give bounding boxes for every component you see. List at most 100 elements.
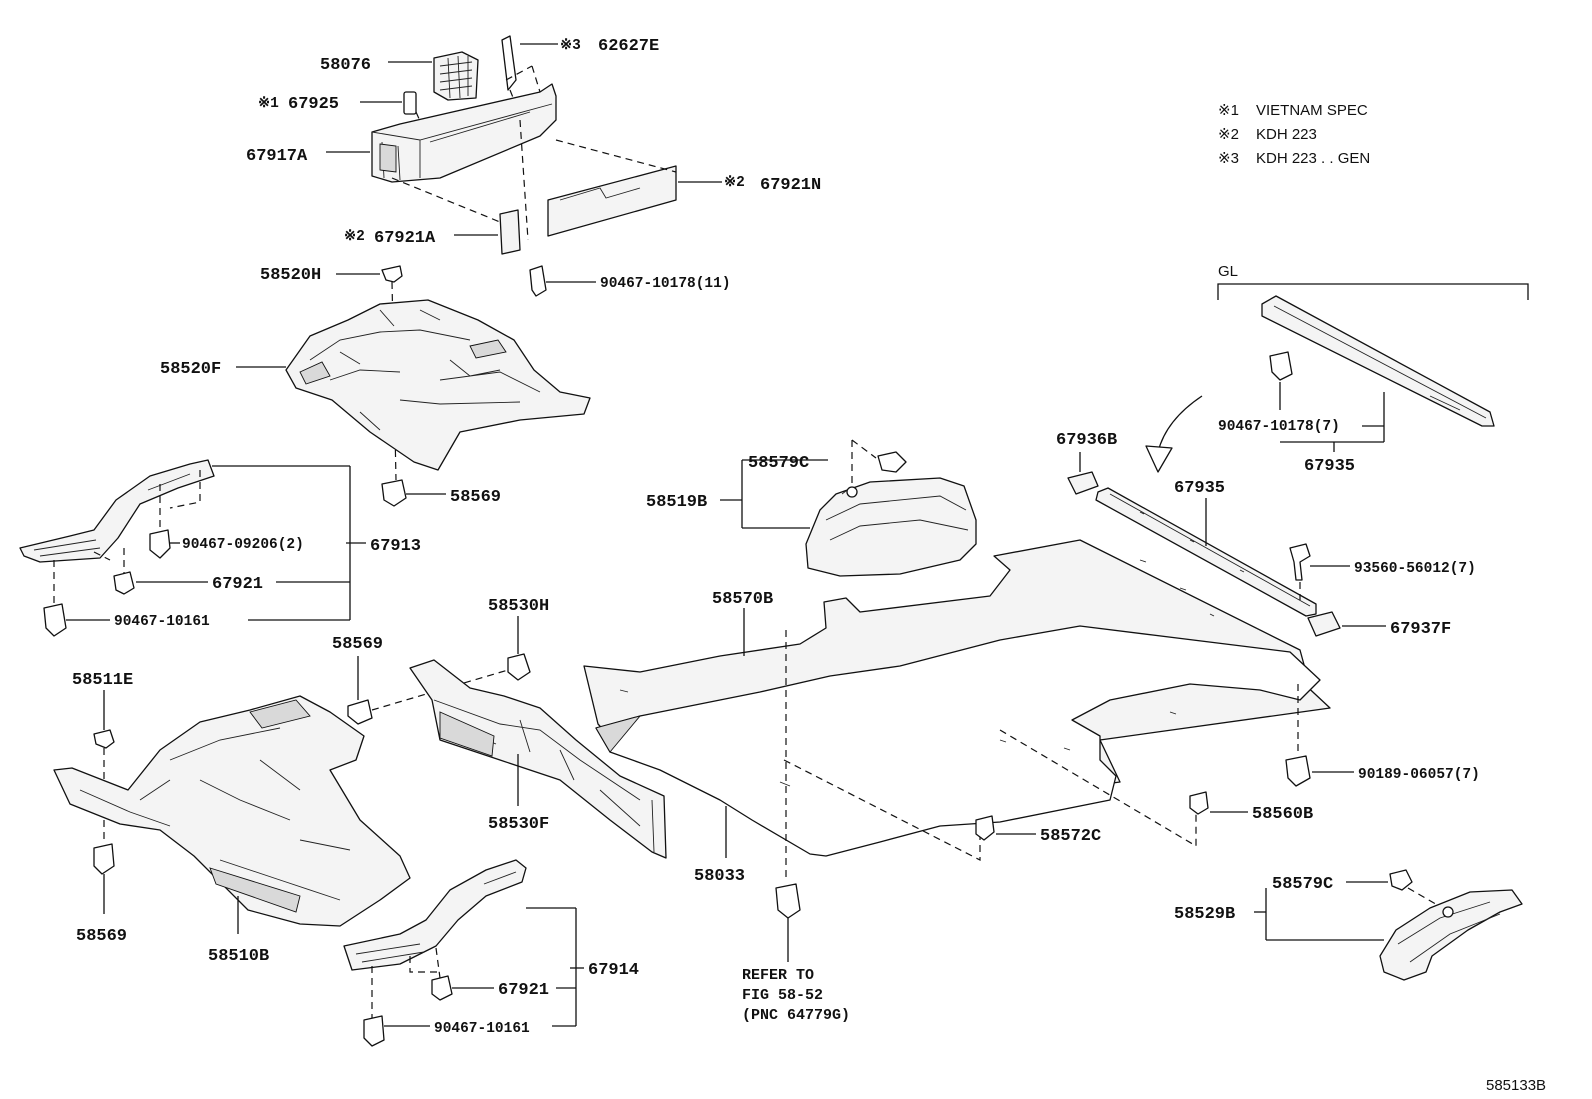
part-67917A-console (371, 83, 557, 183)
spec-notes: ※1 VIETNAM SPEC ※2 KDH 223 ※3 KDH 223 . … (1218, 102, 1370, 167)
part-67921-clip-b (431, 975, 453, 1001)
part-58519B-cover (805, 477, 977, 577)
label-90467-10161-a: 90467-10161 (114, 614, 210, 630)
mark-67921A: ※2 (344, 228, 365, 245)
part-58076-grille (433, 51, 479, 101)
part-58569-clip-left (93, 843, 115, 875)
part-58569-clip-mid (347, 699, 373, 725)
part-62627E-strip (501, 35, 517, 91)
note-2-symbol: ※2 (1218, 126, 1239, 143)
label-67935-b: 67935 (1304, 457, 1355, 476)
part-90467-10178-7-clip (1269, 351, 1293, 381)
wheel-house-cover-group (805, 439, 977, 577)
label-58076: 58076 (320, 56, 371, 75)
part-58560B-clip (1189, 791, 1209, 815)
label-67936B: 67936B (1056, 431, 1117, 450)
part-58520H-clip (381, 265, 403, 283)
part-67913-scuff (19, 459, 215, 563)
scuff-plate-67913-group (19, 459, 215, 637)
front-floor-carpet-group (285, 265, 591, 507)
label-58572C: 58572C (1040, 827, 1101, 846)
label-67921N: 67921N (760, 176, 821, 195)
label-58529B: 58529B (1174, 905, 1235, 924)
part-90189-clip (1285, 755, 1311, 787)
part-67925-clip (403, 91, 417, 115)
label-67917A: 67917A (246, 147, 308, 166)
part-58572C-clip (975, 815, 995, 841)
part-67921-clip-a (113, 571, 135, 595)
label-58510B: 58510B (208, 947, 269, 966)
part-refer-clip (775, 883, 801, 919)
label-58560B: 58560B (1252, 805, 1313, 824)
scuff-plate-67914-group (343, 859, 527, 1047)
label-58520F: 58520F (160, 360, 221, 379)
part-67937F-cap (1307, 611, 1341, 637)
rear-floor-carpet-group (53, 695, 411, 927)
figure-id: 585133B (1486, 1077, 1546, 1094)
label-58033: 58033 (694, 867, 745, 886)
label-90189-06057: 90189-06057(7) (1358, 767, 1480, 783)
part-90467-10161-clip-a (43, 603, 67, 637)
direction-arrow-icon (1157, 395, 1203, 453)
label-62627E: 62627E (598, 37, 659, 56)
note-2-text: KDH 223 (1256, 126, 1317, 143)
refer-line-3: (PNC 64779G) (742, 1007, 850, 1024)
label-67913: 67913 (370, 537, 421, 556)
part-90467-09206-clip (149, 529, 171, 559)
part-58033-board (595, 625, 1321, 857)
part-58530F-tunnel (409, 659, 667, 859)
part-90467-10161-clip-b (363, 1015, 385, 1047)
label-67921A: 67921A (374, 229, 436, 248)
part-93560-bolt (1289, 543, 1311, 581)
note-1-text: VIETNAM SPEC (1256, 102, 1368, 119)
label-58570B: 58570B (712, 590, 773, 609)
label-58530H: 58530H (488, 597, 549, 616)
mark-67921N: ※2 (724, 174, 745, 191)
luggage-rail-group (1067, 395, 1341, 787)
part-58510B-carpet (53, 695, 411, 927)
part-67935-rail (1095, 487, 1317, 617)
label-58530F: 58530F (488, 815, 549, 834)
part-67936B-cap (1067, 471, 1099, 495)
luggage-floor-board-group (583, 539, 1331, 880)
label-67935-a: 67935 (1174, 479, 1225, 498)
label-67937F: 67937F (1390, 620, 1451, 639)
label-90467-10161-b: 90467-10161 (434, 1021, 530, 1037)
label-67914: 67914 (588, 961, 639, 980)
refer-line-1: REFER TO (742, 967, 814, 984)
note-3-text: KDH 223 . . GEN (1256, 150, 1370, 167)
label-93560-56012: 93560-56012(7) (1354, 561, 1476, 577)
part-58529B-cover (1379, 889, 1523, 981)
refer-line-2: FIG 58-52 (742, 987, 823, 1004)
label-90467-10178-7: 90467-10178(7) (1218, 419, 1340, 435)
label-90467-10178-11: 90467-10178(11) (600, 276, 731, 292)
label-67921-a: 67921 (212, 575, 263, 594)
upper-console-group (371, 35, 677, 297)
mark-62627E: ※3 (560, 37, 581, 54)
label-58579C-b: 58579C (1272, 875, 1333, 894)
label-58569-left: 58569 (76, 927, 127, 946)
note-3-symbol: ※3 (1218, 150, 1239, 167)
part-67921A-pad (499, 209, 521, 255)
part-58579C-clip-b (1389, 869, 1413, 891)
part-67914-scuff (343, 859, 527, 971)
label-58569-top: 58569 (450, 488, 501, 507)
label-58520H: 58520H (260, 266, 321, 285)
part-90467-10178-clip (529, 265, 547, 297)
gl-rail-group: GL (1217, 263, 1529, 427)
part-67921N-pad (547, 165, 677, 237)
label-67925: 67925 (288, 95, 339, 114)
label-67921-b: 67921 (498, 981, 549, 1000)
label-58569-mid: 58569 (332, 635, 383, 654)
gl-label: GL (1218, 263, 1238, 280)
note-1-symbol: ※1 (1218, 102, 1239, 119)
part-58579C-clip-a (877, 451, 907, 473)
mark-67925: ※1 (258, 95, 279, 112)
label-58579C-a: 58579C (748, 454, 809, 473)
label-58511E: 58511E (72, 671, 133, 690)
label-90467-09206: 90467-09206(2) (182, 537, 304, 553)
part-58520F-carpet (285, 299, 591, 471)
label-58519B: 58519B (646, 493, 707, 512)
part-58511E-clip (93, 729, 115, 749)
